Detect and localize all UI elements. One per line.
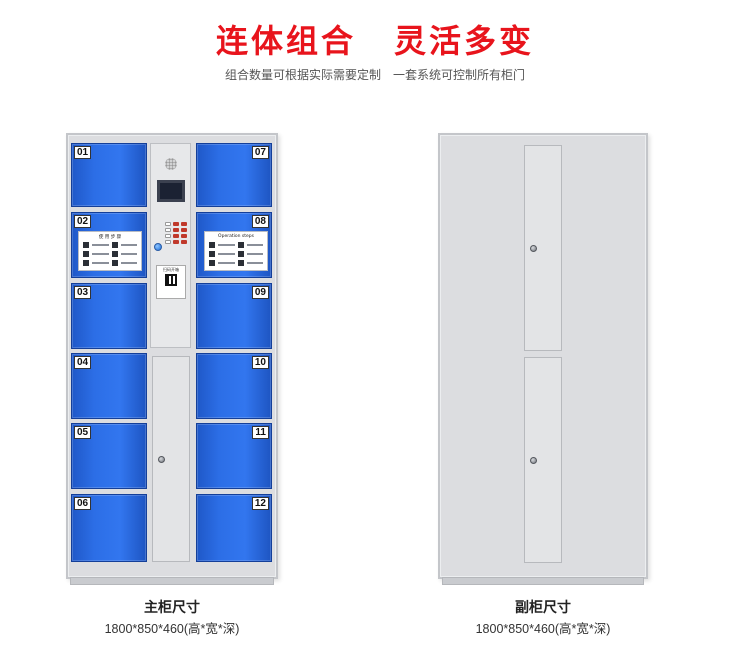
touch-screen	[157, 180, 185, 202]
scan-label: 扫码开箱	[163, 267, 179, 272]
headline: 连体组合灵活多变	[0, 16, 750, 62]
main-cabinet-dimensions: 1800*850*460(高*宽*深)	[104, 622, 240, 636]
locker-door-04[interactable]: 04	[71, 353, 147, 419]
locker-door-10[interactable]: 10	[196, 353, 272, 419]
lock-icon[interactable]	[530, 457, 537, 464]
speaker-grille	[165, 158, 177, 170]
locker-number: 01	[74, 146, 92, 159]
headline-part1: 连体组合	[215, 22, 356, 60]
locker-number: 02	[74, 215, 92, 228]
instruction-panel-left: 使 用 步 骤	[78, 231, 142, 271]
locker-number: 06	[74, 497, 92, 510]
card-reader-icon[interactable]	[154, 243, 162, 251]
locker-door-11[interactable]: 11	[196, 423, 272, 489]
qr-code-icon	[165, 274, 177, 286]
locker-number: 12	[251, 497, 269, 510]
main-cabinet-base	[70, 577, 274, 585]
locker-number: 03	[74, 286, 92, 299]
locker-door-09[interactable]: 09	[196, 283, 272, 349]
subline: 组合数量可根据实际需要定制一套系统可控制所有柜门	[0, 66, 750, 83]
main-cabinet-title: 主柜尺寸	[144, 600, 200, 616]
locker-door-01[interactable]: 01	[71, 143, 147, 207]
locker-door-03[interactable]: 03	[71, 283, 147, 349]
subline-part1: 组合数量可根据实际需要定制	[224, 68, 381, 82]
locker-number: 11	[252, 426, 269, 439]
locker-door-06[interactable]: 06	[71, 494, 147, 562]
headline-part2: 灵活多变	[394, 22, 535, 60]
locker-door-12[interactable]: 12	[196, 494, 272, 562]
locker-door-07[interactable]: 07	[196, 143, 272, 207]
locker-number: 09	[251, 286, 269, 299]
locker-number: 08	[251, 215, 269, 228]
locker-number: 05	[74, 426, 92, 439]
lock-icon[interactable]	[158, 456, 165, 463]
sub-cabinet-dimensions: 1800*850*460(高*宽*深)	[475, 622, 611, 636]
locker-number: 10	[251, 356, 269, 369]
sub-cabinet-base	[442, 577, 644, 585]
locker-number: 04	[74, 356, 92, 369]
instruction-panel-right: Operation steps	[204, 231, 268, 271]
keypad[interactable]	[165, 222, 187, 244]
lock-icon[interactable]	[530, 245, 537, 252]
sub-cabinet-title: 副柜尺寸	[515, 600, 571, 616]
scan-panel: 扫码开箱	[156, 265, 186, 299]
main-center-door[interactable]	[152, 356, 190, 562]
subline-part2: 一套系统可控制所有柜门	[393, 68, 526, 82]
locker-door-05[interactable]: 05	[71, 423, 147, 489]
locker-number: 07	[251, 146, 269, 159]
